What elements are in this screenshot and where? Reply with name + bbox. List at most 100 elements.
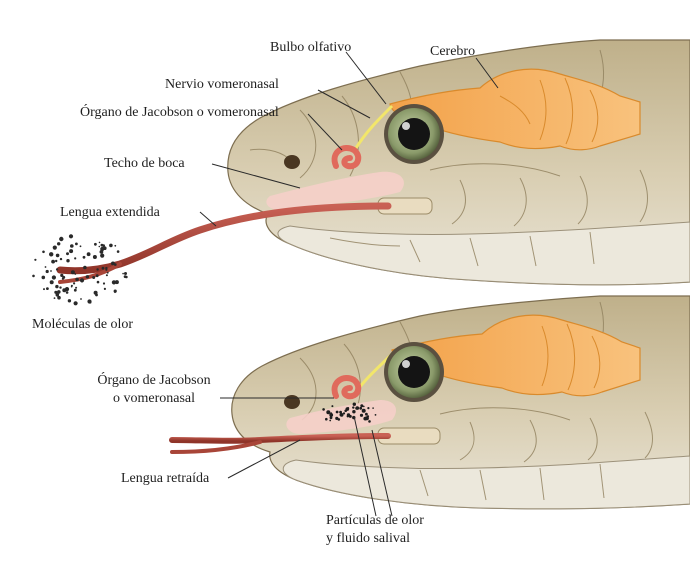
- label-moleculas-de-olor: Moléculas de olor: [32, 317, 134, 332]
- odor-dot: [329, 419, 332, 422]
- odor-dot: [95, 274, 99, 278]
- odor-dot: [80, 298, 82, 300]
- odor-dot: [359, 406, 363, 410]
- odor-dot: [53, 297, 56, 299]
- odor-dot: [70, 244, 74, 248]
- label-nervio-vomeronasal: Nervio vomeronasal: [165, 77, 279, 92]
- odor-dot: [363, 416, 368, 421]
- label-organo-jacobson-bottom-line2: o vomeronasal: [112, 391, 196, 406]
- odor-dot: [114, 263, 117, 266]
- bottom-odor-particles: [322, 402, 377, 423]
- top-odor-molecules: [32, 234, 128, 306]
- odor-dot: [66, 252, 69, 256]
- odor-dot: [67, 299, 72, 303]
- odor-dot: [367, 407, 370, 410]
- odor-dot: [55, 253, 60, 258]
- top-tongue: [56, 202, 392, 275]
- odor-dot: [57, 242, 61, 246]
- odor-dot: [61, 277, 64, 280]
- odor-dot: [365, 412, 368, 416]
- top-jacobson-organ: [331, 145, 362, 170]
- odor-dot: [361, 408, 366, 413]
- bottom-jaw: [282, 455, 690, 510]
- odor-dot: [41, 275, 46, 280]
- label-particulas-line2: y fluido salival: [326, 531, 410, 546]
- odor-dot: [54, 290, 58, 294]
- odor-dot: [73, 288, 77, 292]
- bottom-tongue: [169, 433, 391, 444]
- odor-dot: [59, 286, 62, 289]
- odor-dot: [101, 266, 105, 270]
- odor-dot: [105, 274, 108, 277]
- odor-dot: [94, 242, 97, 246]
- odor-dot: [98, 241, 101, 244]
- odor-dot: [325, 417, 328, 421]
- top-vomeronasal-nerve: [354, 104, 394, 149]
- odor-dot: [111, 261, 115, 266]
- odor-dot: [102, 244, 105, 248]
- odor-dot: [65, 291, 69, 294]
- odor-dot: [68, 234, 74, 239]
- odor-dot: [49, 280, 54, 285]
- odor-dot: [329, 413, 334, 417]
- odor-dot: [106, 271, 109, 274]
- odor-dot: [83, 265, 87, 270]
- odor-dot: [92, 276, 96, 279]
- label-cerebro: Cerebro: [430, 44, 476, 59]
- odor-dot: [359, 413, 364, 417]
- odor-dot: [66, 259, 70, 263]
- odor-dot: [111, 280, 116, 285]
- odor-dot: [331, 405, 334, 408]
- bottom-nostril: [284, 395, 300, 409]
- odor-dot: [335, 410, 339, 414]
- odor-dot: [79, 245, 82, 248]
- odor-dot: [89, 301, 92, 304]
- odor-dot: [122, 272, 124, 275]
- odor-dot: [92, 255, 97, 259]
- label-organo-jacobson-bottom-line1: Órgano de Jacobson: [97, 373, 211, 388]
- odor-dot: [368, 420, 371, 423]
- odor-dot: [352, 410, 356, 414]
- odor-dot: [124, 272, 127, 275]
- odor-dot: [50, 270, 52, 272]
- odor-dot: [44, 266, 47, 268]
- label-lengua-retraida: Lengua retraída: [121, 471, 210, 486]
- top-brain-folds: [499, 77, 599, 145]
- odor-dot: [55, 293, 60, 297]
- odor-dot: [366, 415, 370, 418]
- leader-lines: [199, 51, 499, 517]
- odor-dot: [34, 258, 37, 261]
- odor-dot: [45, 269, 49, 274]
- label-organo-jacobson-top: Órgano de Jacobson o vomeronasal: [80, 105, 279, 120]
- odor-dot: [59, 257, 63, 261]
- bottom-jacobson-organ: [331, 375, 362, 400]
- odor-dot: [100, 253, 105, 258]
- top-snake-head: [32, 39, 690, 306]
- odor-dot: [75, 277, 79, 282]
- odor-dot: [105, 268, 108, 271]
- odor-dot: [70, 270, 75, 275]
- bottom-brain-folds: [541, 323, 601, 391]
- odor-dot: [73, 301, 78, 306]
- odor-dot: [79, 278, 85, 283]
- odor-dot: [64, 287, 70, 292]
- odor-dot: [335, 416, 339, 420]
- odor-dot: [55, 259, 58, 263]
- label-bulbo-olfativo: Bulbo olfativo: [270, 40, 352, 55]
- odor-dot: [103, 287, 106, 290]
- odor-dot: [329, 416, 333, 420]
- odor-dot: [60, 273, 64, 277]
- odor-dot: [348, 414, 352, 418]
- odor-dot: [85, 275, 90, 279]
- label-lengua-extendida: Lengua extendida: [60, 205, 160, 220]
- odor-dot: [374, 414, 377, 416]
- odor-dot: [372, 407, 374, 409]
- odor-dot: [75, 242, 78, 246]
- odor-dot: [51, 259, 55, 264]
- odor-dot: [339, 414, 342, 416]
- odor-dot: [346, 415, 349, 418]
- odor-dot: [355, 407, 358, 410]
- odor-dot: [55, 284, 59, 289]
